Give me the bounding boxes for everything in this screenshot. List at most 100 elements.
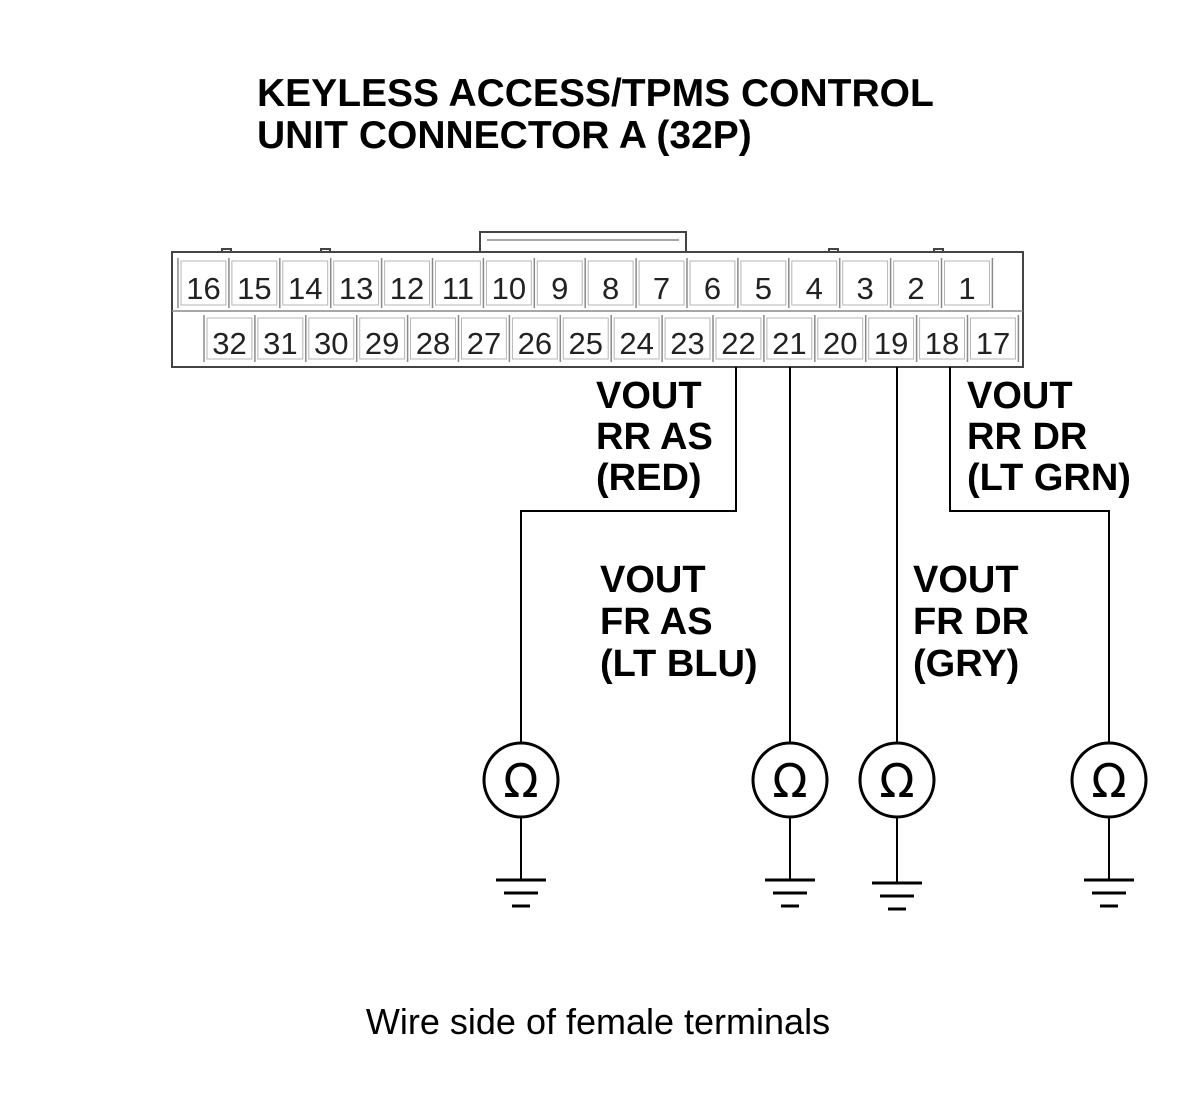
svg-text:FR DR: FR DR bbox=[913, 601, 1029, 643]
ground-icon bbox=[872, 817, 922, 911]
terminal-cell bbox=[817, 317, 864, 360]
terminal-cell bbox=[231, 260, 278, 306]
terminal-cell bbox=[359, 317, 406, 360]
svg-text:VOUT: VOUT bbox=[596, 375, 702, 417]
svg-text:(GRY): (GRY) bbox=[913, 643, 1019, 685]
terminal-number: 14 bbox=[288, 271, 322, 306]
terminal-number: 23 bbox=[670, 326, 704, 361]
terminal-number: 26 bbox=[518, 326, 552, 361]
terminal-number: 7 bbox=[653, 271, 670, 306]
svg-text:(RED): (RED) bbox=[596, 457, 702, 499]
terminal-number: 12 bbox=[390, 271, 424, 306]
terminal-number: 27 bbox=[467, 326, 501, 361]
svg-text:RR DR: RR DR bbox=[967, 416, 1087, 458]
terminal-cell bbox=[180, 260, 227, 306]
terminal-cell bbox=[536, 260, 583, 306]
terminal-cell bbox=[257, 317, 304, 360]
svg-text:RR AS: RR AS bbox=[596, 416, 713, 458]
terminal-number: 31 bbox=[263, 326, 297, 361]
terminal-number: 20 bbox=[823, 326, 857, 361]
svg-text:(LT GRN): (LT GRN) bbox=[967, 457, 1131, 499]
svg-text:FR AS: FR AS bbox=[600, 601, 713, 643]
terminal-number: 30 bbox=[314, 326, 348, 361]
terminal-cell bbox=[638, 260, 685, 306]
terminal-cell bbox=[282, 260, 329, 306]
ground-icon bbox=[765, 817, 815, 908]
terminal-number: 17 bbox=[976, 326, 1010, 361]
terminal-cell bbox=[562, 317, 609, 360]
ohmmeter-icon: Ω bbox=[482, 741, 560, 819]
terminal-number: 28 bbox=[416, 326, 450, 361]
terminal-cell bbox=[766, 317, 813, 360]
terminal-cell bbox=[893, 260, 939, 306]
diagram-title-line-2: UNIT CONNECTOR A (32P) bbox=[257, 114, 752, 157]
wire-rr-as bbox=[520, 367, 737, 745]
terminal-number: 16 bbox=[186, 271, 220, 306]
wire-rr-dr bbox=[949, 367, 1110, 745]
terminal-number: 32 bbox=[212, 326, 246, 361]
svg-text:VOUT: VOUT bbox=[913, 559, 1019, 601]
terminal-cell bbox=[435, 260, 481, 306]
terminal-number: 1 bbox=[958, 271, 975, 306]
terminal-number: 3 bbox=[857, 271, 874, 306]
connector-bottom-row: 32 31 30 29 28 27 26 25 24 23 22 21 20 19 18 17 bbox=[203, 315, 1020, 362]
ohmmeter-icon: Ω bbox=[751, 741, 829, 819]
ground-icon bbox=[496, 817, 546, 908]
svg-text:VOUT: VOUT bbox=[967, 375, 1073, 417]
terminal-cell bbox=[944, 260, 990, 306]
diagram-caption: Wire side of female terminals bbox=[366, 1001, 830, 1042]
terminal-cell bbox=[919, 317, 965, 360]
terminal-number: 4 bbox=[806, 271, 823, 306]
ohmmeter-icon: Ω bbox=[1070, 741, 1148, 819]
label-terminal-22: VOUT RR AS (RED) bbox=[596, 375, 713, 499]
terminal-number: 5 bbox=[755, 271, 772, 306]
label-terminal-18: VOUT RR DR (LT GRN) bbox=[967, 375, 1131, 499]
terminal-cell bbox=[461, 317, 507, 360]
terminal-cell bbox=[587, 260, 634, 306]
svg-text:Ω: Ω bbox=[772, 754, 807, 808]
terminal-cell bbox=[689, 260, 736, 306]
terminal-cell bbox=[970, 317, 1016, 360]
terminal-cell bbox=[410, 317, 457, 360]
terminal-cell bbox=[868, 317, 915, 360]
terminal-number: 11 bbox=[442, 271, 474, 306]
terminal-number: 19 bbox=[874, 326, 908, 361]
ground-icon bbox=[1084, 817, 1134, 908]
terminal-cell bbox=[664, 317, 711, 360]
terminal-number: 22 bbox=[721, 326, 755, 361]
terminal-cell bbox=[715, 317, 762, 360]
terminal-cell bbox=[511, 317, 558, 360]
terminal-cell bbox=[485, 260, 532, 306]
terminal-number: 18 bbox=[925, 326, 959, 361]
terminal-cell bbox=[613, 317, 660, 360]
terminal-cell bbox=[740, 260, 787, 306]
terminal-number: 2 bbox=[907, 271, 924, 306]
diagram-title-line-1: KEYLESS ACCESS/TPMS CONTROL bbox=[257, 72, 934, 115]
terminal-number: 8 bbox=[602, 271, 619, 306]
terminal-number: 15 bbox=[237, 271, 271, 306]
ohmmeter-icon: Ω bbox=[858, 741, 936, 819]
wire-layer: VOUT RR AS (RED) VOUT FR AS (LT BLU) VOU… bbox=[482, 367, 1148, 911]
terminal-cell bbox=[384, 260, 431, 306]
svg-text:Ω: Ω bbox=[879, 754, 914, 808]
terminal-number: 13 bbox=[339, 271, 373, 306]
terminal-number: 10 bbox=[492, 271, 526, 306]
svg-text:Ω: Ω bbox=[503, 754, 538, 808]
terminal-number: 21 bbox=[772, 326, 806, 361]
terminal-cell bbox=[206, 317, 253, 360]
terminal-cell bbox=[333, 260, 380, 306]
terminal-number: 9 bbox=[551, 271, 568, 306]
terminal-number: 29 bbox=[365, 326, 399, 361]
svg-text:VOUT: VOUT bbox=[600, 559, 706, 601]
terminal-number: 25 bbox=[569, 326, 603, 361]
terminal-number: 24 bbox=[619, 326, 653, 361]
label-terminal-21: VOUT FR AS (LT BLU) bbox=[600, 559, 758, 685]
terminal-cell bbox=[791, 260, 838, 306]
svg-text:(LT BLU): (LT BLU) bbox=[600, 643, 758, 685]
terminal-number: 6 bbox=[704, 271, 721, 306]
terminal-cell bbox=[842, 260, 889, 306]
svg-text:Ω: Ω bbox=[1091, 754, 1126, 808]
